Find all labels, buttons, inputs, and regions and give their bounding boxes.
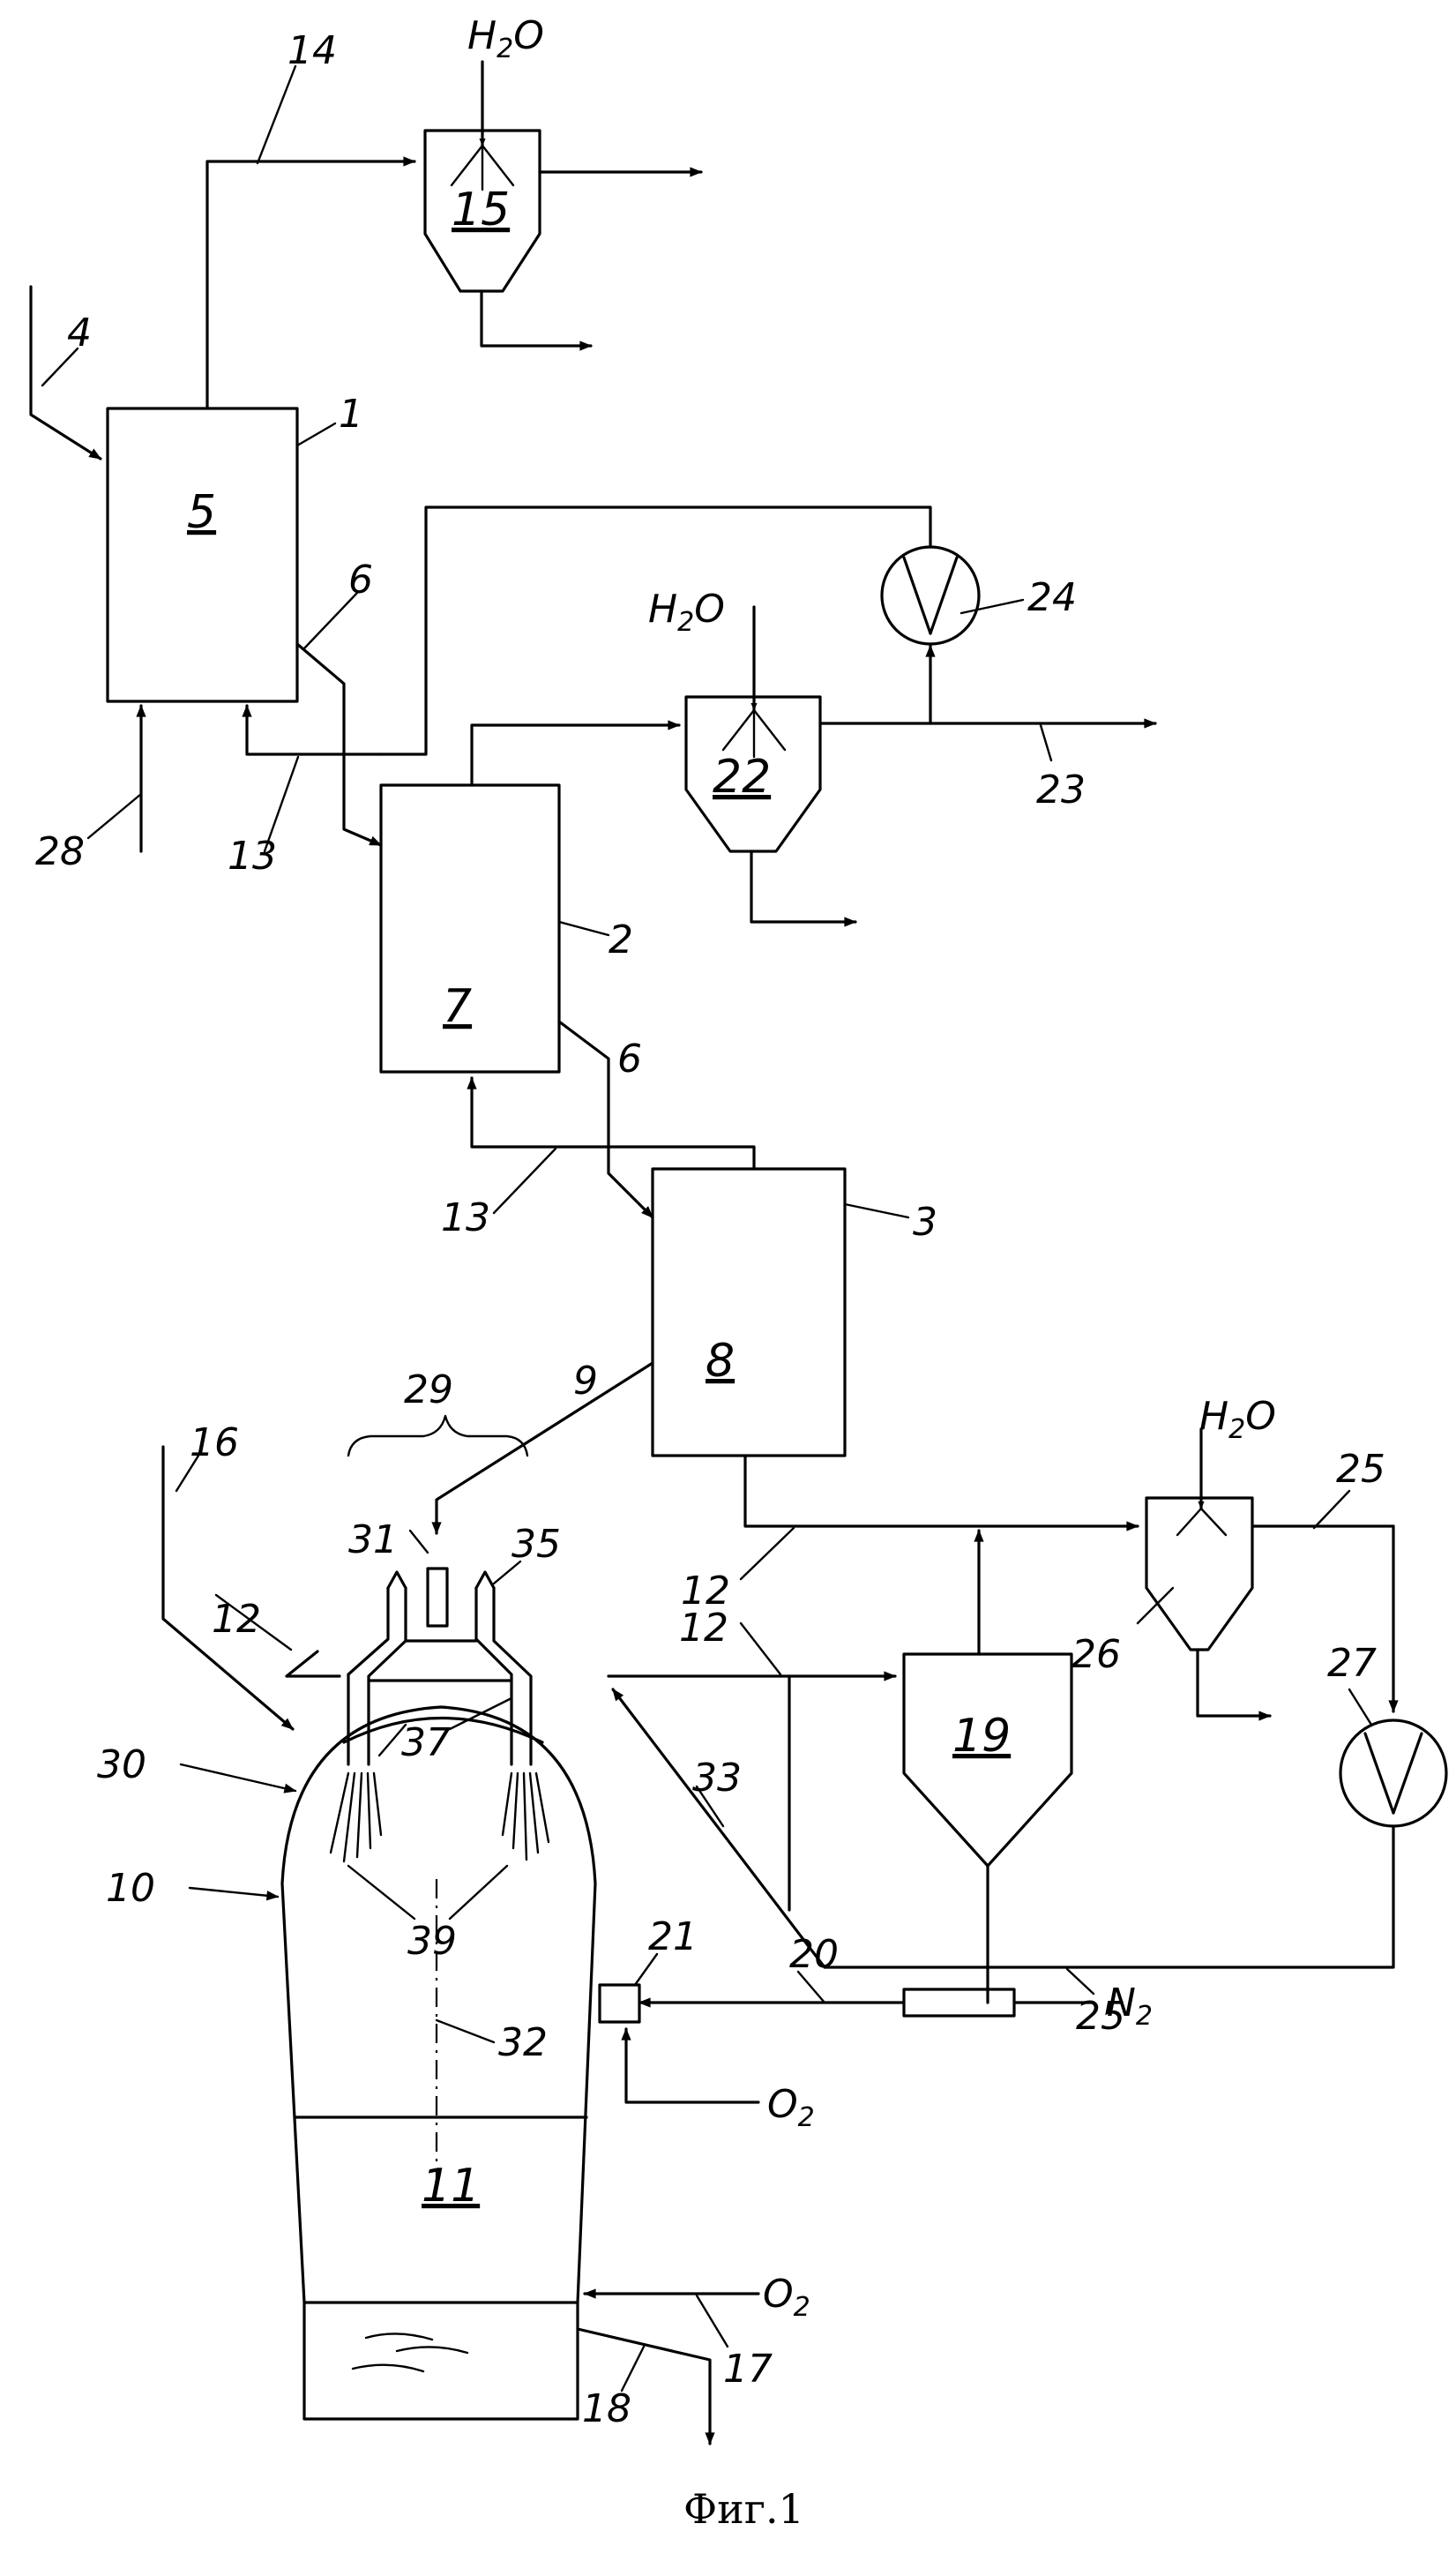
compressor-27	[1340, 1720, 1446, 1826]
ref-23: 23	[1036, 768, 1086, 812]
ref-33: 33	[692, 1756, 742, 1801]
ref-24: 24	[1027, 575, 1077, 620]
ref-9: 9	[573, 1359, 598, 1404]
screw-feeder	[904, 1989, 1014, 2016]
ref-3: 3	[913, 1200, 937, 1245]
gas-line-12c	[287, 1651, 340, 1676]
ref-28: 28	[35, 829, 85, 874]
feed-line-16	[163, 1447, 293, 1729]
oxygen-label-17: O2	[763, 2272, 810, 2323]
burner-right	[476, 1588, 531, 1764]
leader-2	[559, 922, 609, 935]
sludge-out-26	[1198, 1650, 1270, 1716]
ref-12b: 12	[679, 1606, 728, 1651]
spray-right	[503, 1773, 549, 1860]
nitrogen-label: N2	[1107, 1981, 1153, 2032]
leader-12a	[741, 1528, 794, 1579]
ref-4: 4	[67, 311, 92, 356]
ref-20: 20	[789, 1932, 839, 1977]
ref-2: 2	[609, 917, 633, 962]
cyclone-19: 19	[904, 1531, 1071, 2003]
gasifier: 11 32	[282, 1707, 595, 2419]
scrubber-22: 22 H2O	[648, 587, 1155, 922]
gas-line-14	[207, 161, 414, 408]
ref-29: 29	[404, 1367, 453, 1412]
ref-27: 27	[1327, 1641, 1377, 1686]
slag-bath	[353, 2333, 467, 2371]
ref-31: 31	[348, 1517, 398, 1562]
water-label-15: H2O	[467, 13, 544, 64]
leader-25b	[1067, 1969, 1094, 1994]
leader-3	[845, 1204, 908, 1217]
leader-31	[410, 1531, 428, 1553]
unit-label-7: 7	[443, 980, 472, 1033]
leader-27	[1349, 1689, 1371, 1725]
leader-18	[622, 2347, 644, 2391]
leader-13b	[494, 1149, 556, 1213]
ref-21: 21	[648, 1914, 698, 1959]
leader-1	[297, 423, 335, 446]
ref-17: 17	[723, 2347, 773, 2392]
ref-6a: 6	[348, 558, 373, 603]
ref-37: 37	[401, 1720, 451, 1765]
figure-caption: Фиг.1	[683, 2485, 804, 2533]
unit-label-22: 22	[713, 751, 771, 804]
ref-14: 14	[287, 28, 337, 73]
vessel-2: 7	[381, 785, 559, 1072]
ref-13b: 13	[441, 1195, 490, 1240]
ref-1: 1	[339, 392, 363, 437]
ref-13a: 13	[228, 834, 277, 879]
unit-label-8: 8	[706, 1335, 735, 1388]
ref-26: 26	[1071, 1632, 1121, 1677]
unit-label-11: 11	[422, 2160, 480, 2213]
leader-23	[1041, 725, 1051, 760]
ref-39: 39	[407, 1919, 457, 1964]
leader-24	[961, 600, 1023, 613]
burner-21	[600, 1985, 639, 2022]
compressor-24	[882, 547, 979, 644]
gas-line-13b	[472, 1078, 754, 1169]
ref-10: 10	[106, 1866, 155, 1911]
unit-label-5: 5	[187, 486, 216, 539]
ref-32: 32	[498, 2020, 548, 2065]
unit-label-19: 19	[952, 1710, 1011, 1763]
gas-line-12a	[745, 1456, 1138, 1526]
ref-18: 18	[582, 2386, 631, 2431]
scrubber-15: 15 H2O	[425, 13, 701, 346]
leader-28	[88, 794, 141, 838]
gas-line-2-22	[472, 725, 679, 785]
leader-32	[437, 2020, 494, 2042]
ref-35: 35	[511, 1522, 561, 1567]
burner-left	[348, 1588, 406, 1764]
ref-16: 16	[190, 1420, 239, 1465]
sludge-out-22	[751, 851, 855, 922]
leader-25a	[1314, 1491, 1349, 1528]
vessel-1: 5	[108, 408, 297, 701]
leader-10	[190, 1888, 278, 1897]
leader-12b	[741, 1623, 780, 1674]
ref-30: 30	[97, 1742, 146, 1787]
spray-left	[331, 1773, 381, 1861]
solids-line-6a	[297, 644, 381, 845]
water-label-22: H2O	[648, 587, 725, 638]
ref-6b: 6	[617, 1037, 642, 1082]
product-line-9	[437, 1363, 653, 1533]
brace-29	[348, 1416, 527, 1456]
ref-12c: 12	[212, 1597, 261, 1642]
central-burner-31	[428, 1569, 447, 1626]
leader-30	[181, 1764, 295, 1791]
leader-14	[258, 66, 295, 163]
ref-25a: 25	[1336, 1447, 1385, 1492]
water-label-26: H2O	[1199, 1394, 1276, 1445]
oxygen-line-21	[626, 2029, 758, 2102]
sludge-out-15	[482, 291, 591, 346]
gas-line-13a	[247, 706, 379, 754]
burner-assembly-29: 29 31 35 37 39	[331, 1367, 561, 1964]
oxygen-label-21: O2	[767, 2082, 815, 2133]
leader-17	[697, 2295, 728, 2347]
vessel-3: 8	[653, 1169, 845, 1456]
unit-label-15: 15	[452, 183, 510, 236]
